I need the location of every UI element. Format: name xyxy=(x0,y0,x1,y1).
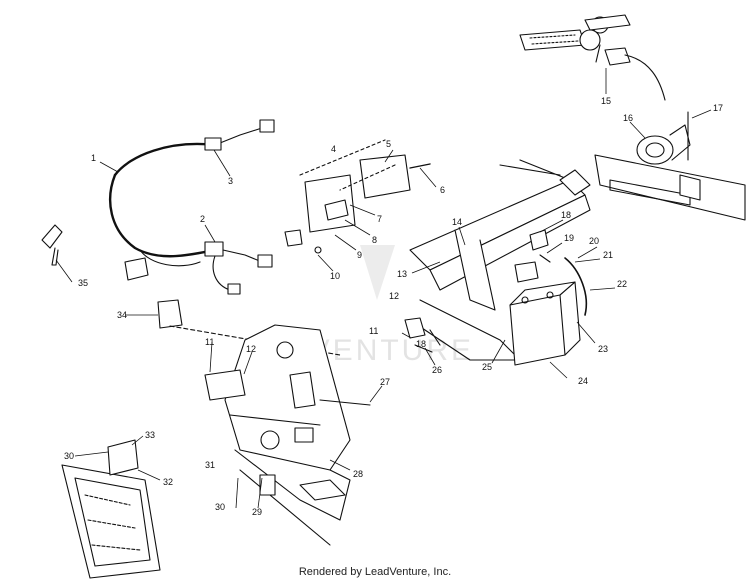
callout-10: 10 xyxy=(330,271,340,281)
callout-25: 25 xyxy=(482,362,492,372)
callout-11b: 11 xyxy=(205,337,214,347)
callout-7: 7 xyxy=(377,214,382,224)
callout-33: 33 xyxy=(145,430,155,440)
callout-17: 17 xyxy=(713,103,723,113)
callout-5: 5 xyxy=(386,139,391,149)
callout-labels: 1 2 3 4 5 6 7 8 9 10 11 12 13 14 15 16 1… xyxy=(64,96,723,517)
callout-1: 1 xyxy=(91,153,96,163)
leader-lines xyxy=(55,68,712,509)
callout-30a: 30 xyxy=(215,502,225,512)
callout-30b: 30 xyxy=(64,451,74,461)
rear-rack-guard xyxy=(61,439,161,579)
callout-24: 24 xyxy=(578,376,588,386)
callout-18a: 18 xyxy=(561,210,571,220)
battery xyxy=(509,281,581,366)
callout-29: 29 xyxy=(252,507,262,517)
throttle-handlebar-control xyxy=(519,14,666,101)
coil xyxy=(204,369,371,409)
callout-12b: 12 xyxy=(246,344,256,354)
horn xyxy=(636,111,691,165)
callout-28: 28 xyxy=(353,469,363,479)
callout-8: 8 xyxy=(372,235,377,245)
callout-27: 27 xyxy=(380,377,390,387)
callout-9: 9 xyxy=(357,250,362,260)
callout-26: 26 xyxy=(432,365,442,375)
callout-31: 31 xyxy=(205,460,215,470)
callout-18b: 18 xyxy=(416,339,426,349)
callout-13: 13 xyxy=(397,269,407,279)
ground-strap xyxy=(41,224,63,266)
callout-11a: 11 xyxy=(369,326,378,336)
callout-14: 14 xyxy=(452,217,462,227)
callout-4: 4 xyxy=(331,144,336,154)
callout-2: 2 xyxy=(200,214,205,224)
callout-22: 22 xyxy=(617,279,627,289)
taillight-assembly xyxy=(284,139,431,254)
watermark-logo-icon xyxy=(360,245,395,300)
footer-credit: Rendered by LeadVenture, Inc. xyxy=(298,566,452,578)
rear-fender-bracket xyxy=(224,324,351,546)
wire-harness xyxy=(108,119,275,295)
callout-20: 20 xyxy=(589,236,599,246)
callout-21: 21 xyxy=(603,250,613,260)
callout-12a: 12 xyxy=(389,291,399,301)
callout-16: 16 xyxy=(623,113,633,123)
upper-frame-section xyxy=(594,154,746,221)
callout-35: 35 xyxy=(78,278,88,288)
callout-15: 15 xyxy=(601,96,611,106)
callout-23: 23 xyxy=(598,344,608,354)
coil-connector xyxy=(124,257,341,356)
callout-34: 34 xyxy=(117,310,127,320)
callout-32: 32 xyxy=(163,477,173,487)
callout-6: 6 xyxy=(440,185,445,195)
callout-19: 19 xyxy=(564,233,574,243)
battery-cables xyxy=(404,229,588,353)
callout-3: 3 xyxy=(228,176,233,186)
